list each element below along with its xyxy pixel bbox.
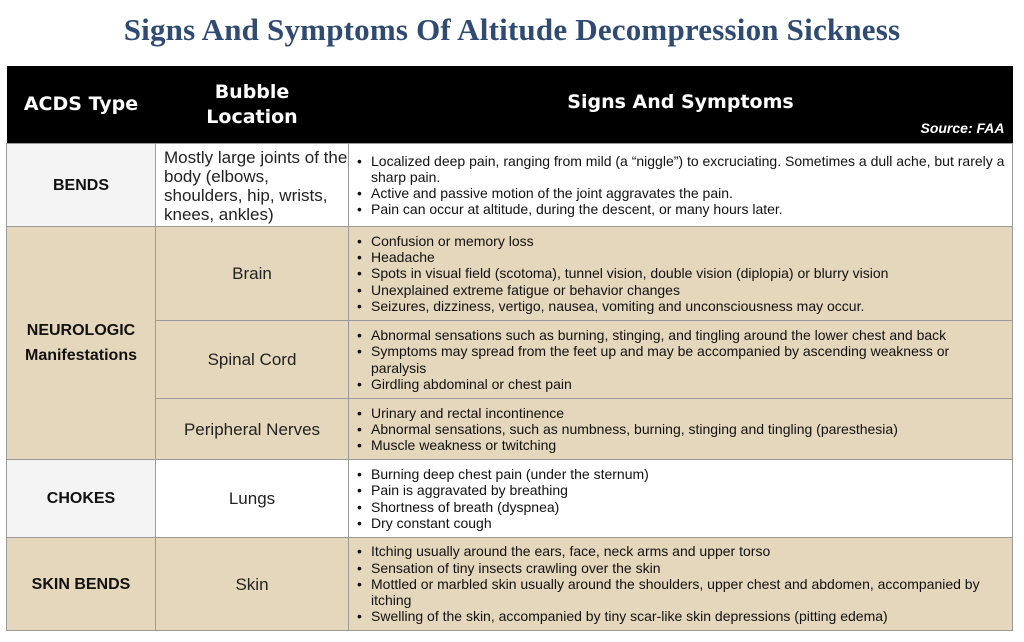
- type-cell: BENDS: [6, 143, 156, 227]
- list-item: Urinary and rectal incontinence: [355, 405, 1006, 421]
- table-row: Spinal Cord Abnormal sensations such as …: [7, 320, 1013, 399]
- location-cell: Spinal Cord: [155, 320, 349, 399]
- list-item: Confusion or memory loss: [355, 233, 1006, 249]
- list-item: Pain is aggravated by breathing: [355, 482, 1006, 498]
- symptoms-cell: Itching usually around the ears, face, n…: [348, 537, 1013, 631]
- table-row: Peripheral Nerves Urinary and rectal inc…: [7, 398, 1013, 460]
- type-cell: SKIN BENDS: [6, 537, 156, 631]
- list-item: Active and passive motion of the joint a…: [355, 185, 1006, 201]
- list-item: Seizures, dizziness, vertigo, nausea, vo…: [355, 298, 1006, 314]
- symptoms-cell: Localized deep pain, ranging from mild (…: [348, 143, 1013, 227]
- location-cell: Brain: [155, 226, 349, 321]
- list-item: Muscle weakness or twitching: [355, 437, 1006, 453]
- source-label: Source: FAA: [920, 120, 1005, 136]
- list-item: Shortness of breath (dyspnea): [355, 499, 1006, 515]
- list-item: Itching usually around the ears, face, n…: [355, 543, 1006, 559]
- location-cell: Mostly large joints of the body (elbows,…: [155, 143, 349, 227]
- list-item: Girdling abdominal or chest pain: [355, 376, 1006, 392]
- acds-table: ACDS Type Bubble Location Signs And Symp…: [6, 66, 1013, 631]
- list-item: Symptoms may spread from the feet up and…: [355, 343, 1006, 375]
- list-item: Localized deep pain, ranging from mild (…: [355, 153, 1006, 185]
- header-bubble-location: Bubble Location: [155, 66, 349, 144]
- list-item: Burning deep chest pain (under the stern…: [355, 466, 1006, 482]
- list-item: Mottled or marbled skin usually around t…: [355, 576, 1006, 608]
- list-item: Sensation of tiny insects crawling over …: [355, 560, 1006, 576]
- list-item: Abnormal sensations such as burning, sti…: [355, 327, 1006, 343]
- location-cell: Skin: [155, 537, 349, 631]
- page-title: Signs And Symptoms Of Altitude Decompres…: [123, 12, 901, 47]
- list-item: Pain can occur at altitude, during the d…: [355, 201, 1006, 217]
- symptoms-cell: Abnormal sensations such as burning, sti…: [348, 320, 1013, 399]
- type-cell: NEUROLOGIC Manifestations: [6, 226, 156, 460]
- header-signs-symptoms: Signs And Symptoms Source: FAA: [348, 66, 1013, 144]
- location-cell: Peripheral Nerves: [155, 398, 349, 460]
- list-item: Abnormal sensations, such as numbness, b…: [355, 421, 1006, 437]
- list-item: Swelling of the skin, accompanied by tin…: [355, 608, 1006, 624]
- location-cell: Lungs: [155, 459, 349, 538]
- table-row: SKIN BENDS Skin Itching usually around t…: [6, 537, 1013, 631]
- symptoms-cell: Confusion or memory loss Headache Spots …: [348, 226, 1013, 321]
- list-item: Headache: [355, 249, 1006, 265]
- symptoms-cell: Burning deep chest pain (under the stern…: [348, 459, 1013, 538]
- table-row: NEUROLOGIC Manifestations Brain Confusio…: [6, 226, 1013, 460]
- table-row: CHOKES Lungs Burning deep chest pain (un…: [6, 459, 1013, 538]
- type-cell: CHOKES: [6, 459, 156, 538]
- list-item: Dry constant cough: [355, 515, 1006, 531]
- table-header-row: ACDS Type Bubble Location Signs And Symp…: [6, 66, 1013, 144]
- list-item: Unexplained extreme fatigue or behavior …: [355, 282, 1006, 298]
- symptoms-cell: Urinary and rectal incontinence Abnormal…: [348, 398, 1013, 460]
- table-row: BENDS Mostly large joints of the body (e…: [6, 143, 1013, 227]
- list-item: Spots in visual field (scotoma), tunnel …: [355, 265, 1006, 281]
- header-acds-type: ACDS Type: [6, 66, 156, 144]
